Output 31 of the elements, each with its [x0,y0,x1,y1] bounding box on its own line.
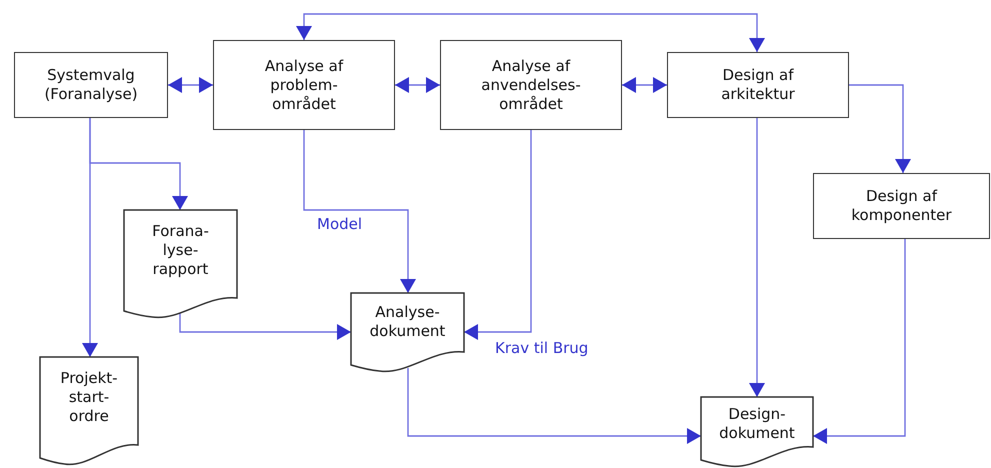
document-shape [351,293,464,372]
process-box [213,40,395,130]
node-label: Forana- lyse- rapport [151,222,210,279]
process-box [667,52,849,118]
double-arrow [168,77,213,93]
process-box [813,173,990,239]
document-shape [701,397,813,467]
document-shape [124,210,237,318]
double-arrow [622,77,667,93]
node-label: Analyse af anvendelses- området [480,56,582,114]
node-label: Projekt- start- ordre [59,369,119,426]
node-label: Design- dokument [718,405,796,443]
process-box [14,52,168,118]
process-box [440,40,622,130]
node-label: Design af komponenter [850,187,953,225]
arrow [849,84,911,173]
arrow [407,368,701,444]
arrow [179,312,351,340]
arrow [82,118,98,357]
double-arrow [296,13,765,52]
arrow [813,239,906,444]
edge-label: Krav til Brug [494,339,590,357]
document-shape [40,357,138,465]
node-label: Analyse af problem- området [264,56,344,114]
arrow [749,118,765,397]
double-arrow [395,77,440,93]
node-label: Analyse- dokument [368,303,446,341]
node-label: Systemvalg (Foranalyse) [43,66,139,104]
node-label: Design af arkitektur [720,66,796,104]
arrow [303,130,416,293]
arrow [464,130,532,340]
